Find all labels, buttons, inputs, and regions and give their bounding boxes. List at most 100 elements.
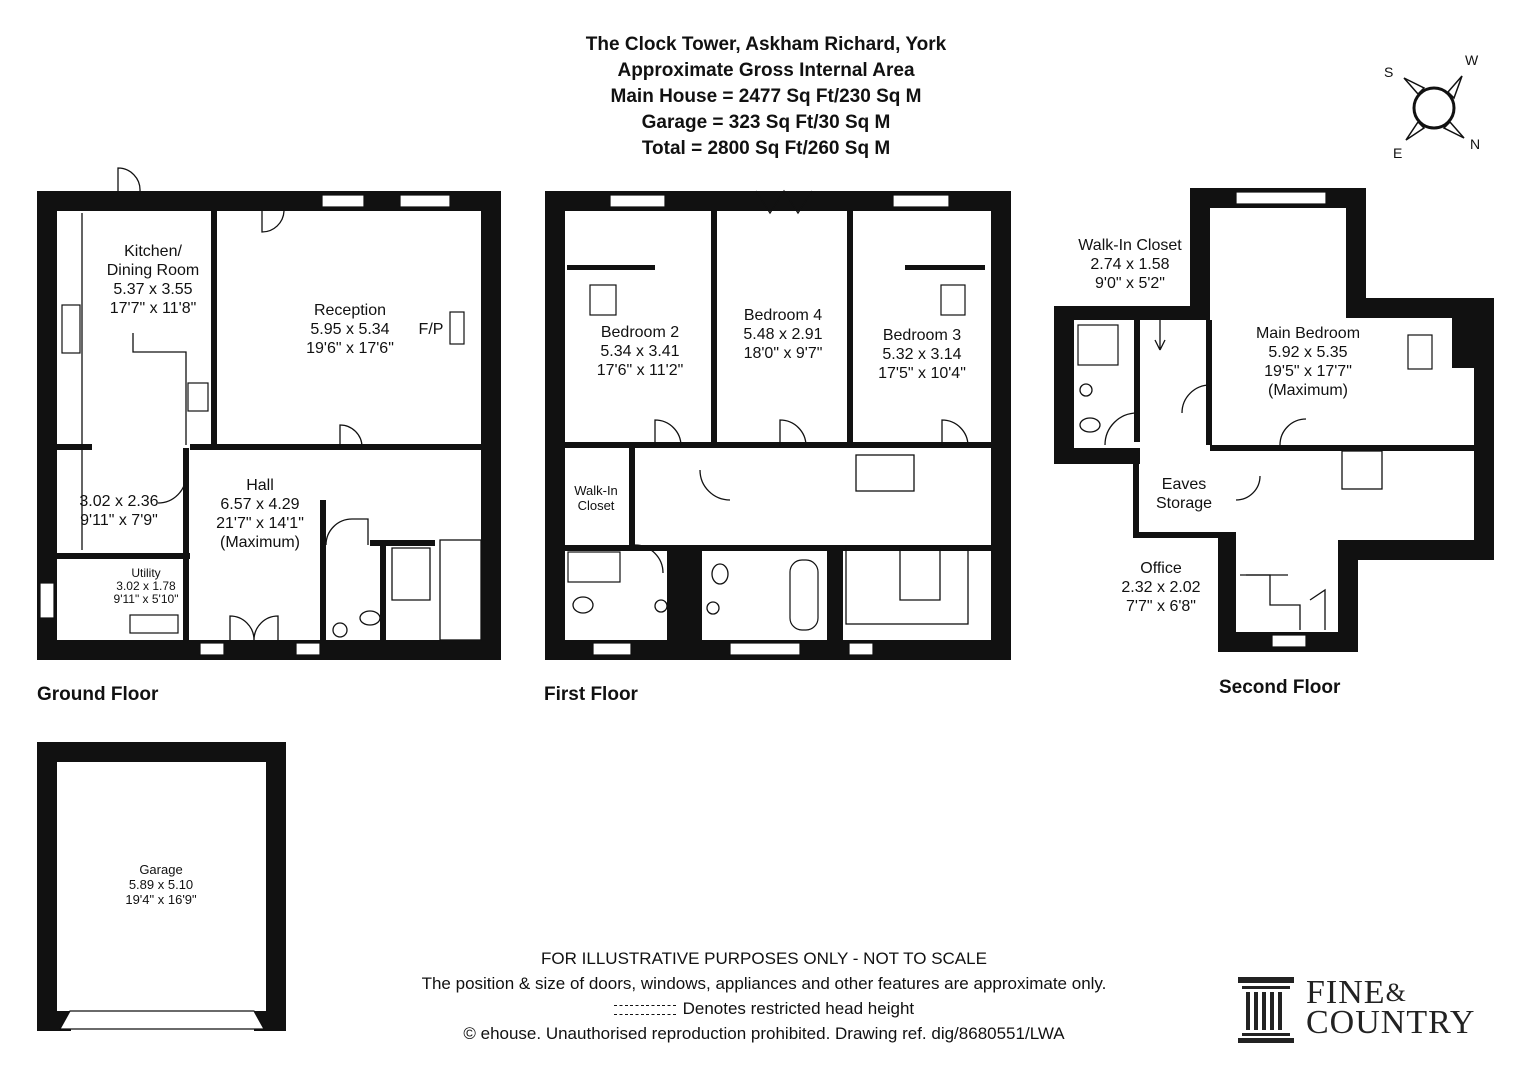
room-reception: Reception 5.95 x 5.34 19'6" x 17'6" — [290, 301, 410, 358]
room-name-line2: Storage — [1155, 495, 1213, 512]
window — [609, 194, 666, 208]
room-imperial: 9'11" x 5'10" — [113, 592, 179, 606]
brand-wordmark: FINE& COUNTRY — [1306, 976, 1476, 1041]
room-imperial: 17'5" x 10'4" — [878, 365, 966, 382]
room-imperial: 18'0" x 9'7" — [743, 345, 823, 362]
room-name: Eaves — [1161, 476, 1207, 493]
room-name: Office — [1140, 560, 1182, 577]
brand-ampersand: & — [1385, 978, 1407, 1007]
bath — [789, 559, 819, 631]
area-total: Total = 2800 Sq Ft/260 Sq M — [641, 138, 891, 159]
first-floor-label: First Floor — [544, 684, 638, 705]
bed-rectangle — [589, 284, 617, 316]
second-floor-label: Second Floor — [1219, 677, 1341, 698]
legend-text: Denotes restricted head height — [682, 999, 915, 1018]
room-name: Hall — [246, 477, 274, 494]
room-metric: 6.57 x 4.29 — [220, 496, 300, 513]
garage-walls — [37, 742, 286, 1031]
hob — [187, 382, 209, 412]
room-imperial: 21'7" x 14'1" — [216, 515, 304, 532]
room-metric: 5.89 x 5.10 — [128, 877, 194, 892]
room-metric: 5.95 x 5.34 — [310, 321, 390, 338]
room-metric: 5.48 x 2.91 — [743, 326, 823, 343]
bed-rectangle — [1407, 334, 1433, 370]
approximate-note: The position & size of doors, windows, a… — [421, 974, 1107, 993]
window — [1271, 634, 1307, 648]
compass-east: E — [1393, 145, 1403, 161]
ground-floor-label: Ground Floor — [37, 684, 159, 705]
room-name: Bedroom 4 — [743, 307, 823, 324]
room-walk-in-closet-second: Walk-In Closet 2.74 x 1.58 9'0" x 5'2" — [1064, 236, 1196, 293]
bed-rectangle — [940, 284, 966, 316]
plan-title: The Clock Tower, Askham Richard, York — [585, 34, 947, 55]
compass-rose — [1403, 75, 1465, 141]
shower-tray — [567, 551, 621, 583]
restricted-height-legend-icon — [645, 1004, 660, 1015]
room-note: (Maximum) — [220, 534, 300, 551]
room-hall: Hall 6.57 x 4.29 21'7" x 14'1" (Maximum) — [204, 476, 316, 552]
compass-north: N — [1470, 136, 1481, 152]
room-imperial: 9'0" x 5'2" — [1095, 275, 1165, 292]
window — [729, 642, 801, 656]
brand-line1: FINE — [1306, 974, 1386, 1011]
room-utility: Utility 3.02 x 1.78 9'11" x 5'10" — [100, 567, 192, 606]
disclaimer: FOR ILLUSTRATIVE PURPOSES ONLY - NOT TO … — [541, 949, 987, 968]
room-metric: 2.74 x 1.58 — [1090, 256, 1170, 273]
window — [321, 194, 365, 208]
garage-door — [58, 1010, 266, 1030]
first-floor-walls — [545, 191, 1011, 660]
copyright: © ehouse. Unauthorised reproduction proh… — [463, 1024, 1065, 1043]
room-dining-area: 3.02 x 2.36 9'11" x 7'9" — [66, 492, 172, 530]
room-bedroom-4: Bedroom 4 5.48 x 2.91 18'0" x 9'7" — [722, 306, 844, 363]
room-imperial: 7'7" x 6'8" — [1126, 598, 1196, 615]
room-name-line2: Dining Room — [106, 262, 200, 279]
room-main-bedroom: Main Bedroom 5.92 x 5.35 19'5" x 17'7" (… — [1240, 324, 1376, 400]
ground-floor-walls — [37, 191, 501, 660]
room-kitchen-dining: Kitchen/ Dining Room 5.37 x 3.55 17'7" x… — [90, 242, 216, 318]
room-name: Garage — [139, 862, 183, 877]
room-office: Office 2.32 x 2.02 7'7" x 6'8" — [1104, 559, 1218, 616]
room-metric: 5.92 x 5.35 — [1268, 344, 1348, 361]
restricted-height-legend-icon — [661, 1004, 676, 1015]
room-name: Bedroom 2 — [600, 324, 680, 341]
restricted-height-legend-icon — [629, 1004, 644, 1015]
room-name: Bedroom 3 — [882, 327, 962, 344]
window — [848, 642, 874, 656]
plan-subtitle: Approximate Gross Internal Area — [617, 60, 915, 81]
compass-south: S — [1384, 64, 1394, 80]
window — [892, 194, 950, 208]
room-name: Kitchen/ — [124, 243, 182, 260]
window — [39, 582, 55, 619]
room-metric: 2.32 x 2.02 — [1121, 579, 1201, 596]
room-metric: 5.34 x 3.41 — [600, 343, 680, 360]
window — [1235, 191, 1327, 205]
room-bedroom-3: Bedroom 3 5.32 x 3.14 17'5" x 10'4" — [860, 326, 984, 383]
fireplace-label: F/P — [418, 321, 444, 338]
utility-sink — [129, 614, 179, 634]
room-eaves-storage: Eaves Storage — [1146, 475, 1222, 513]
room-name-line2: Closet — [577, 498, 615, 513]
room-metric: 3.02 x 2.36 — [79, 493, 159, 510]
room-name: Main Bedroom — [1255, 325, 1361, 342]
window — [199, 642, 225, 656]
room-imperial: 17'7" x 11'8" — [109, 300, 197, 317]
room-name: Walk-In Closet — [1078, 237, 1182, 254]
room-bedroom-2: Bedroom 2 5.34 x 3.41 17'6" x 11'2" — [580, 323, 700, 380]
room-imperial: 9'11" x 7'9" — [80, 512, 158, 529]
area-main-house: Main House = 2477 Sq Ft/230 Sq M — [610, 86, 922, 107]
legend-row: Denotes restricted head height — [300, 996, 1228, 1021]
brand-line2: COUNTRY — [1306, 1004, 1476, 1041]
area-garage: Garage = 323 Sq Ft/30 Sq M — [641, 112, 891, 133]
room-note: (Maximum) — [1268, 382, 1348, 399]
window — [399, 194, 451, 208]
kitchen-sink — [61, 304, 81, 354]
room-garage: Garage 5.89 x 5.10 19'4" x 16'9" — [100, 862, 222, 907]
room-walk-in-closet-first: Walk-In Closet — [566, 483, 626, 513]
compass-west: W — [1465, 52, 1479, 68]
room-name: Reception — [313, 302, 387, 319]
shower-tray — [1077, 324, 1119, 366]
room-metric: 3.02 x 1.78 — [116, 579, 176, 593]
room-name: Walk-In — [574, 483, 618, 498]
room-imperial: 17'6" x 11'2" — [596, 362, 684, 379]
